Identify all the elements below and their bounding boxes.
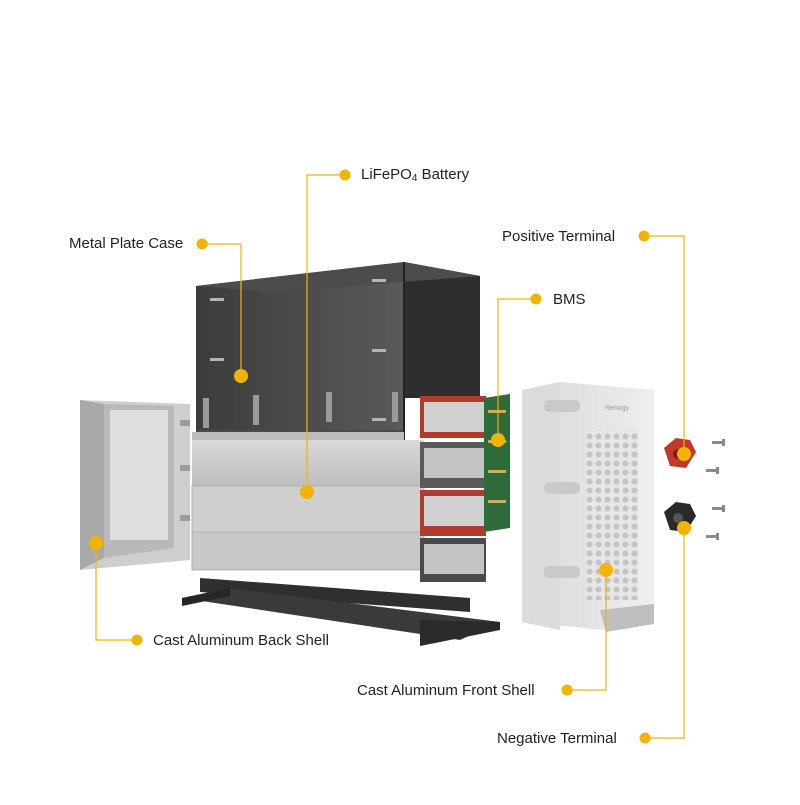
dot-negative-target <box>677 521 691 535</box>
dot-metal-case-target <box>234 369 248 383</box>
label-positive-terminal: Positive Terminal <box>502 228 616 245</box>
cell-stack <box>191 396 486 582</box>
brand-mark: Renogy <box>605 405 630 412</box>
label-cast-aluminum-front-shell: Cast Aluminum Front Shell <box>357 682 535 699</box>
dot-front-shell-target <box>599 563 613 577</box>
label-lifepo4-sub: 4 <box>411 173 418 184</box>
back-shell <box>80 400 190 570</box>
terminal-screws <box>706 439 725 540</box>
label-lifepo4-main: LiFePO <box>361 166 412 183</box>
callout-dots <box>89 169 691 744</box>
dot-negative-label <box>639 732 651 744</box>
dot-lifepo4-label <box>339 169 351 181</box>
label-bms: BMS <box>553 291 586 308</box>
label-lifepo4-rest: Battery <box>417 166 470 183</box>
dot-positive-target <box>677 447 691 461</box>
front-shell: Renogy <box>522 382 654 632</box>
dot-bms-target <box>491 433 505 447</box>
dot-back-shell-target <box>89 536 103 550</box>
dot-bms-label <box>530 293 542 305</box>
dot-metal-case-label <box>196 238 208 250</box>
label-metal-plate-case: Metal Plate Case <box>69 235 184 252</box>
label-cast-aluminum-back-shell: Cast Aluminum Back Shell <box>153 632 329 649</box>
label-negative-terminal: Negative Terminal <box>497 730 617 747</box>
dot-positive-label <box>638 230 650 242</box>
dot-back-shell-label <box>131 634 143 646</box>
leader-lines <box>95 174 685 739</box>
bms-board <box>484 394 510 532</box>
dot-lifepo4-target <box>300 485 314 499</box>
dot-front-shell-label <box>561 684 573 696</box>
label-lifepo4-battery: LiFePO4 Battery <box>361 166 469 188</box>
base-bracket <box>182 578 500 646</box>
